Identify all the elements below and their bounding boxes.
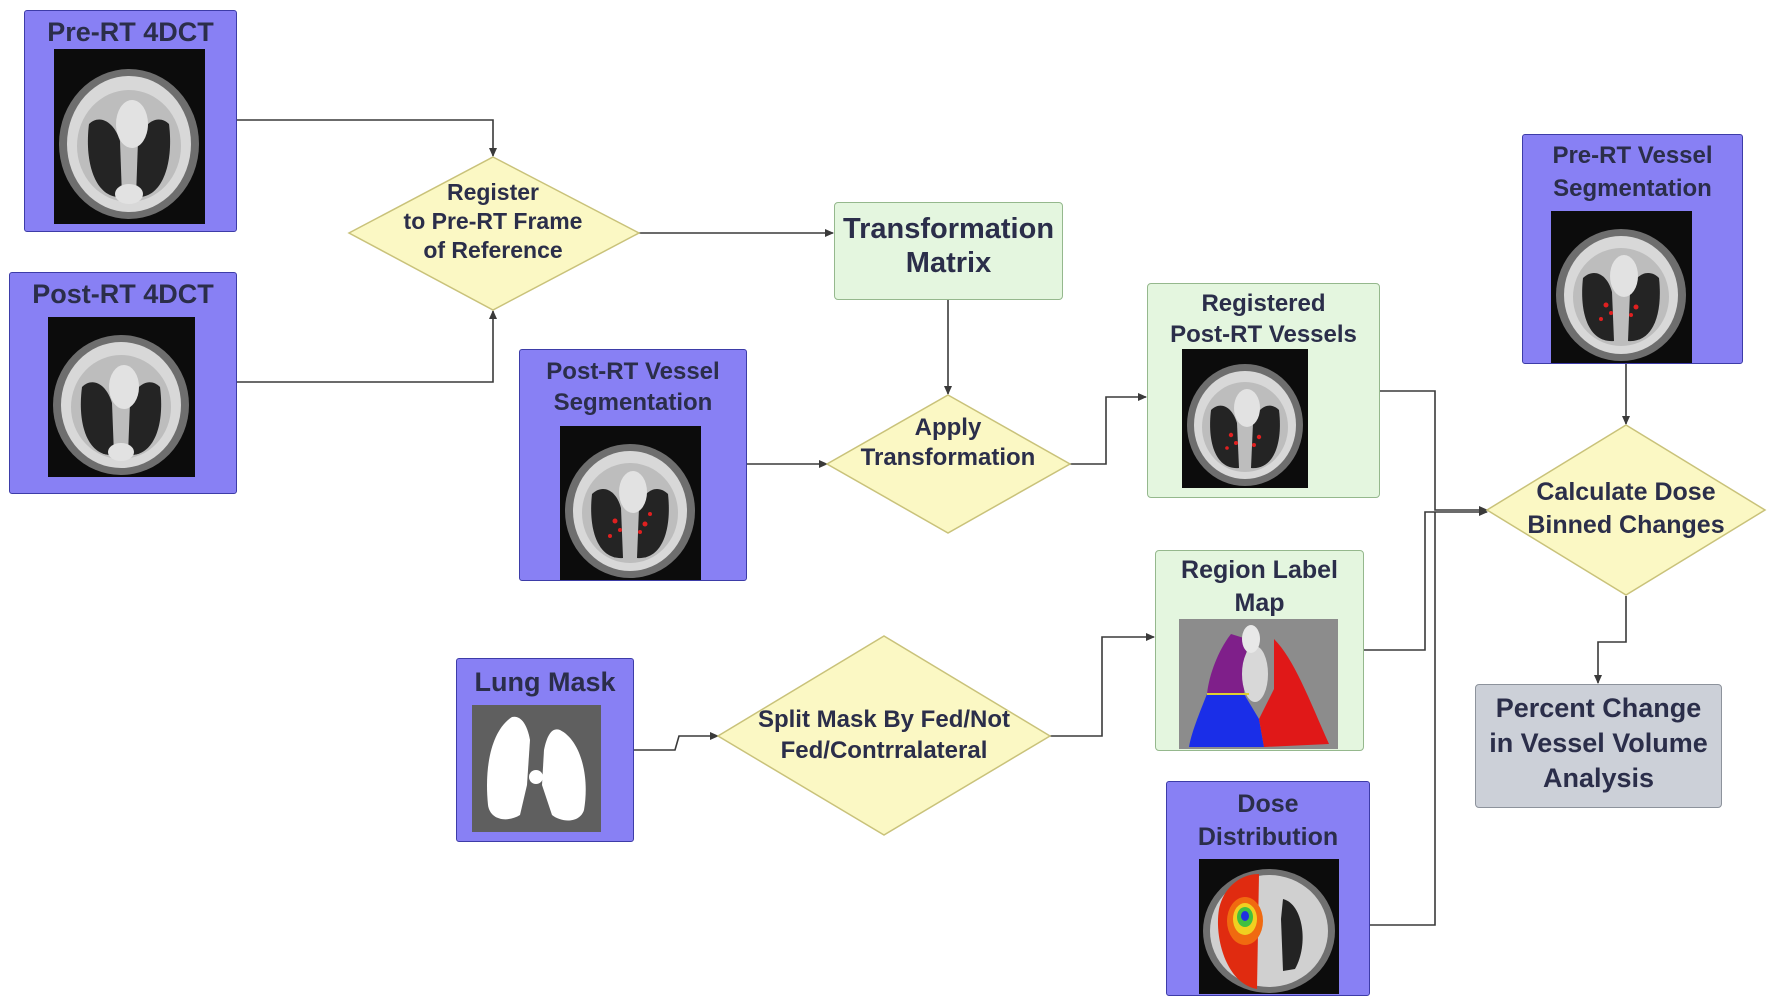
lung-mask-box: Lung Mask xyxy=(456,658,634,842)
region-label-map-line-2: Map xyxy=(1234,589,1285,617)
post-rt-ct-image xyxy=(48,317,195,477)
post-rt-4dct-box: Post-RT 4DCT xyxy=(9,272,237,494)
connector-pre-ct-to-register xyxy=(237,119,497,157)
lung-mask-image xyxy=(472,705,601,832)
connector-mask-to-split xyxy=(634,732,719,751)
connector-registered-to-calculate xyxy=(1380,390,1488,514)
split-mask-line-2: Fed/Contrralateral xyxy=(780,737,988,764)
apply-transformation-text: Apply Transformation xyxy=(838,413,1058,473)
percent-change-box: Percent Change in Vessel Volume Analysis xyxy=(1475,684,1722,808)
apply-transformation-line-1: Apply xyxy=(914,414,982,441)
register-line-2: to Pre-RT Frame xyxy=(403,208,583,234)
calculate-dose-diamond xyxy=(1485,424,1767,596)
region-label-map-image xyxy=(1179,619,1338,749)
register-line-3: of Reference xyxy=(423,237,563,263)
post-rt-vessel-seg-line-1: Post-RT Vessel xyxy=(546,358,720,385)
connector-calculate-to-percent xyxy=(1594,596,1627,684)
pre-rt-vessel-seg-line-2: Segmentation xyxy=(1553,175,1712,202)
pre-rt-ct-image xyxy=(54,49,205,224)
register-line-1: Register xyxy=(446,179,540,205)
lung-mask-title: Lung Mask xyxy=(474,667,616,697)
pre-rt-4dct-box: Pre-RT 4DCT xyxy=(24,10,237,232)
connector-split-to-region xyxy=(1050,633,1155,737)
registered-vessels-ct-image xyxy=(1182,349,1308,488)
split-mask-text: Split Mask By Fed/Not Fed/Contrralateral xyxy=(738,704,1030,766)
register-text: Register to Pre-RT Frame of Reference xyxy=(379,178,607,265)
dose-distribution-image xyxy=(1199,859,1339,994)
pre-rt-vessel-segmentation-box: Pre-RT Vessel Segmentation xyxy=(1522,134,1743,364)
pre-rt-vessel-ct-image xyxy=(1551,211,1692,363)
apply-transformation-diamond xyxy=(825,394,1072,534)
connector-post-ct-to-register xyxy=(237,310,497,383)
connector-region-to-calculate xyxy=(1364,508,1488,651)
calculate-dose-line-1: Calculate Dose xyxy=(1536,478,1716,506)
registered-vessels-line-1: Registered xyxy=(1201,290,1326,317)
region-label-map-line-1: Region Label xyxy=(1181,556,1338,584)
transformation-matrix-line-2: Matrix xyxy=(905,247,992,279)
calculate-dose-line-2: Binned Changes xyxy=(1527,511,1725,539)
pre-rt-vessel-seg-line-1: Pre-RT Vessel xyxy=(1552,142,1713,169)
dose-distribution-line-2: Distribution xyxy=(1197,823,1339,851)
region-label-map-box: Region Label Map xyxy=(1155,550,1364,751)
dose-distribution-box: Dose Distribution xyxy=(1166,781,1370,996)
register-diamond xyxy=(347,156,641,311)
percent-change-line-3: Analysis xyxy=(1542,763,1655,793)
post-rt-4dct-title: Post-RT 4DCT xyxy=(32,279,214,309)
post-rt-vessel-seg-line-2: Segmentation xyxy=(553,389,713,416)
transformation-matrix-line-1: Transformation xyxy=(842,213,1055,245)
post-rt-vessel-ct-image xyxy=(560,426,701,580)
calculate-dose-text: Calculate Dose Binned Changes xyxy=(1506,476,1746,542)
post-rt-vessel-segmentation-box: Post-RT Vessel Segmentation xyxy=(519,349,747,581)
pre-rt-4dct-title: Pre-RT 4DCT xyxy=(47,17,214,47)
dose-distribution-line-1: Dose xyxy=(1237,790,1299,818)
connector-dose-to-calculate xyxy=(1364,512,1436,926)
split-mask-diamond xyxy=(716,635,1052,836)
percent-change-line-1: Percent Change xyxy=(1495,693,1702,723)
registered-post-rt-vessels-box: Registered Post-RT Vessels xyxy=(1147,283,1380,498)
apply-transformation-line-2: Transformation xyxy=(860,444,1036,471)
registered-vessels-line-2: Post-RT Vessels xyxy=(1170,321,1357,348)
split-mask-line-1: Split Mask By Fed/Not xyxy=(757,706,1011,733)
connector-apply-to-registered xyxy=(1070,393,1147,465)
transformation-matrix-box: Transformation Matrix xyxy=(834,202,1063,300)
percent-change-line-2: in Vessel Volume xyxy=(1489,728,1708,758)
